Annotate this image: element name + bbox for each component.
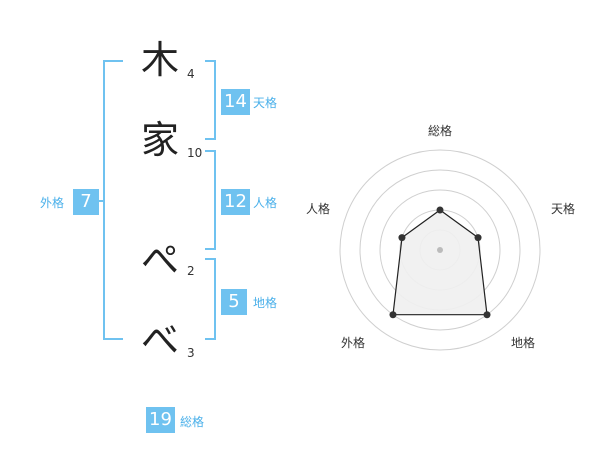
radar-label-lower-left: 外格 [341,336,366,350]
name-char-2: 家 [140,118,179,162]
radar-shape [392,209,488,316]
jinkaku-label: 人格 [253,196,278,210]
name-char-3: ぺ [140,238,179,282]
radar-point [474,234,482,242]
chikaku-label: 地格 [253,296,278,310]
radar-point [483,311,491,319]
tenkaku-label: 天格 [253,96,278,110]
radar-point [436,206,444,214]
radar-ring [359,169,521,331]
chikaku-badge: 5 [221,289,247,315]
soukaku-label: 総格 [180,415,205,429]
radar-label-upper-left: 人格 [306,202,331,216]
tenkaku-badge: 14 [221,89,250,115]
radar-point [389,311,397,319]
radar-label-lower-right: 地格 [511,336,536,350]
radar-center-dot [437,247,443,253]
stroke-count-4: 3 [187,346,195,360]
stroke-count-2: 10 [187,146,203,160]
stroke-count-1: 4 [187,67,195,81]
name-char-4: べ [140,318,179,362]
radar-label-upper-right: 天格 [551,202,576,216]
radar-ring [339,149,541,351]
gaikaku-badge: 7 [73,189,99,215]
name-char-1: 木 [140,38,179,82]
radar-label-top: 総格 [428,124,453,138]
stroke-count-3: 2 [187,264,195,278]
jinkaku-badge: 12 [221,189,250,215]
gaikaku-label: 外格 [40,196,65,210]
soukaku-badge: 19 [146,407,175,433]
radar-point [398,234,406,242]
